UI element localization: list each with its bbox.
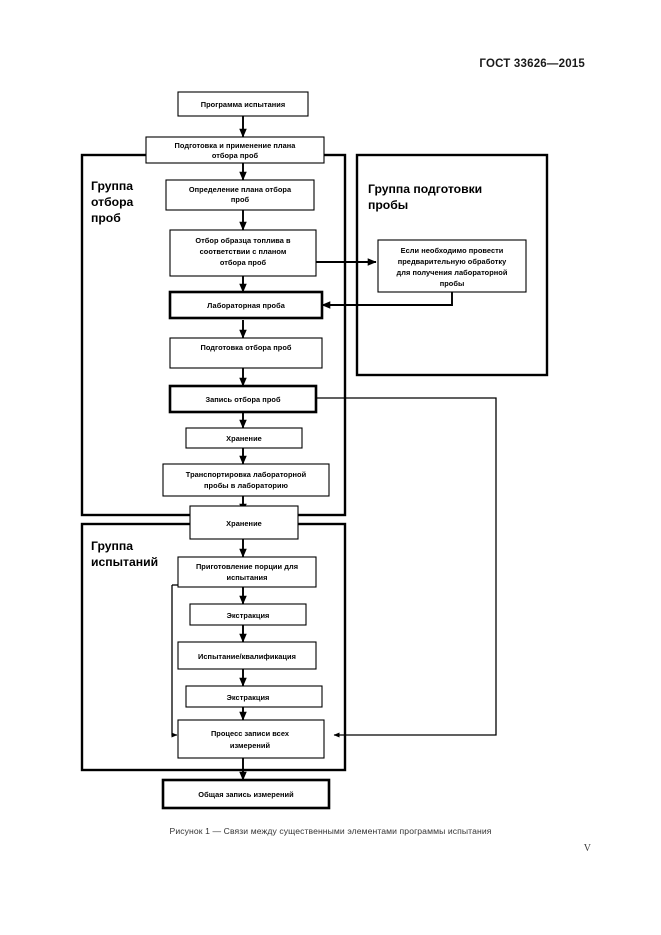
group-label-sample-preparation-line2: пробы (368, 198, 408, 212)
connector-record-to-measurement-process (316, 397, 497, 738)
node-test-program-label: Программа испытания (201, 100, 285, 109)
node-sampling-preparation[interactable]: Подготовка отбора проб (169, 337, 323, 369)
node-preliminary-treatment-line3: для получения лабораторной (397, 268, 508, 277)
node-storage-2[interactable]: Хранение (189, 505, 299, 540)
node-test-portion-prep[interactable]: Приготовление порции для испытания (177, 556, 317, 588)
node-measurement-record-process-line1: Процесс записи всех (211, 729, 290, 738)
node-preliminary-treatment[interactable]: Если необходимо провести предварительную… (377, 239, 527, 293)
node-storage-1-rect (185, 427, 303, 449)
standard-header: ГОСТ 33626—2015 (479, 58, 585, 70)
node-measurement-record-process[interactable]: Процесс записи всех измерений (177, 719, 325, 759)
node-plan-definition[interactable]: Определение плана отбора проб (165, 179, 315, 211)
figure-1-flowchart: Программа испытания Подготовка и примене… (0, 80, 661, 825)
node-test-portion-prep-line1: Приготовление порции для (196, 562, 298, 571)
node-storage-1-label: Хранение (226, 434, 262, 443)
node-plan-prepare-apply-line1: Подготовка и применение плана (175, 141, 297, 150)
node-transport-to-lab-rect (162, 463, 330, 497)
group-label-sample-preparation: Группа подготовки пробы (368, 182, 482, 212)
node-laboratory-sample-label: Лабораторная проба (207, 301, 286, 310)
node-plan-definition-line2: проб (231, 195, 250, 204)
node-test-program[interactable]: Программа испытания (177, 91, 309, 117)
group-frame-sample-preparation (355, 153, 549, 377)
node-fuel-sample-taking-rect (169, 229, 317, 277)
node-storage-2-rect (189, 505, 299, 540)
node-sampling-record[interactable]: Запись отбора проб (168, 384, 318, 414)
node-storage-1[interactable]: Хранение (185, 427, 303, 449)
node-transport-to-lab-line1: Транспортировка лабораторной (186, 470, 307, 479)
group-label-testing-line1: Группа (91, 539, 133, 553)
node-extraction-1[interactable]: Экстракция (189, 603, 307, 626)
connector-portion-feedback (171, 585, 178, 738)
page-folio: V (583, 843, 591, 854)
node-extraction-2-rect (185, 685, 323, 708)
node-sampling-record-label: Запись отбора проб (205, 395, 281, 404)
figure-caption: Рисунок 1 — Связи между существенными эл… (169, 826, 492, 836)
node-overall-measurement-record[interactable]: Общая запись измерений (161, 778, 331, 810)
node-fuel-sample-taking-line1: Отбор образца топлива в (195, 236, 291, 245)
node-preliminary-treatment-line1: Если необходимо провести (401, 246, 504, 255)
node-measurement-record-process-line2: измерений (230, 741, 271, 750)
node-plan-prepare-apply-rect (145, 136, 325, 164)
node-transport-to-lab-line2: пробы в лабораторию (204, 481, 289, 490)
group-label-testing-line2: испытаний (91, 555, 158, 569)
node-overall-measurement-record-rect (161, 778, 331, 810)
node-storage-2-label: Хранение (226, 519, 262, 528)
node-preliminary-treatment-rect (377, 239, 527, 293)
node-plan-definition-line1: Определение плана отбора (189, 185, 292, 194)
group-label-sampling-line1: Группа (91, 179, 133, 193)
node-laboratory-sample-rect (168, 290, 324, 320)
node-extraction-2[interactable]: Экстракция (185, 685, 323, 708)
node-fuel-sample-taking-line2: соответствии с планом (200, 247, 287, 256)
group-label-sampling-line2: отбора (91, 195, 134, 209)
node-plan-definition-rect (165, 179, 315, 211)
node-overall-measurement-record-label: Общая запись измерений (198, 790, 294, 799)
node-plan-prepare-apply-line2: отбора проб (212, 151, 259, 160)
node-extraction-1-label: Экстракция (227, 611, 270, 620)
node-sampling-preparation-label: Подготовка отбора проб (200, 343, 291, 352)
node-fuel-sample-taking-line3: отбора проб (220, 258, 267, 267)
node-transport-to-lab[interactable]: Транспортировка лабораторной пробы в лаб… (162, 463, 330, 497)
node-test-qualification[interactable]: Испытание/квалификация (177, 641, 317, 670)
node-preliminary-treatment-line2: предварительную обработку (398, 257, 507, 266)
node-fuel-sample-taking[interactable]: Отбор образца топлива в соответствии с п… (169, 229, 317, 277)
node-plan-prepare-apply[interactable]: Подготовка и применение плана отбора про… (145, 136, 325, 164)
node-test-portion-prep-rect (177, 556, 317, 588)
node-test-portion-prep-line2: испытания (227, 573, 268, 582)
group-label-sampling: Группа отбора проб (91, 179, 134, 225)
node-preliminary-treatment-line4: пробы (440, 279, 465, 288)
node-test-program-rect (177, 91, 309, 117)
group-label-testing: Группа испытаний (91, 539, 158, 569)
connector-treatment-to-labsample (321, 292, 453, 309)
node-sampling-record-rect (168, 384, 318, 414)
node-test-qualification-rect (177, 641, 317, 670)
flowchart-svg: Программа испытания Подготовка и примене… (80, 91, 549, 810)
node-extraction-1-rect (189, 603, 307, 626)
node-test-qualification-label: Испытание/квалификация (198, 652, 296, 661)
node-measurement-record-process-rect (177, 719, 325, 759)
node-laboratory-sample[interactable]: Лабораторная проба (168, 290, 324, 320)
node-extraction-2-label: Экстракция (227, 693, 270, 702)
node-sampling-preparation-rect (169, 337, 323, 369)
group-label-sampling-line3: проб (91, 211, 121, 225)
group-label-sample-preparation-line1: Группа подготовки (368, 182, 482, 196)
